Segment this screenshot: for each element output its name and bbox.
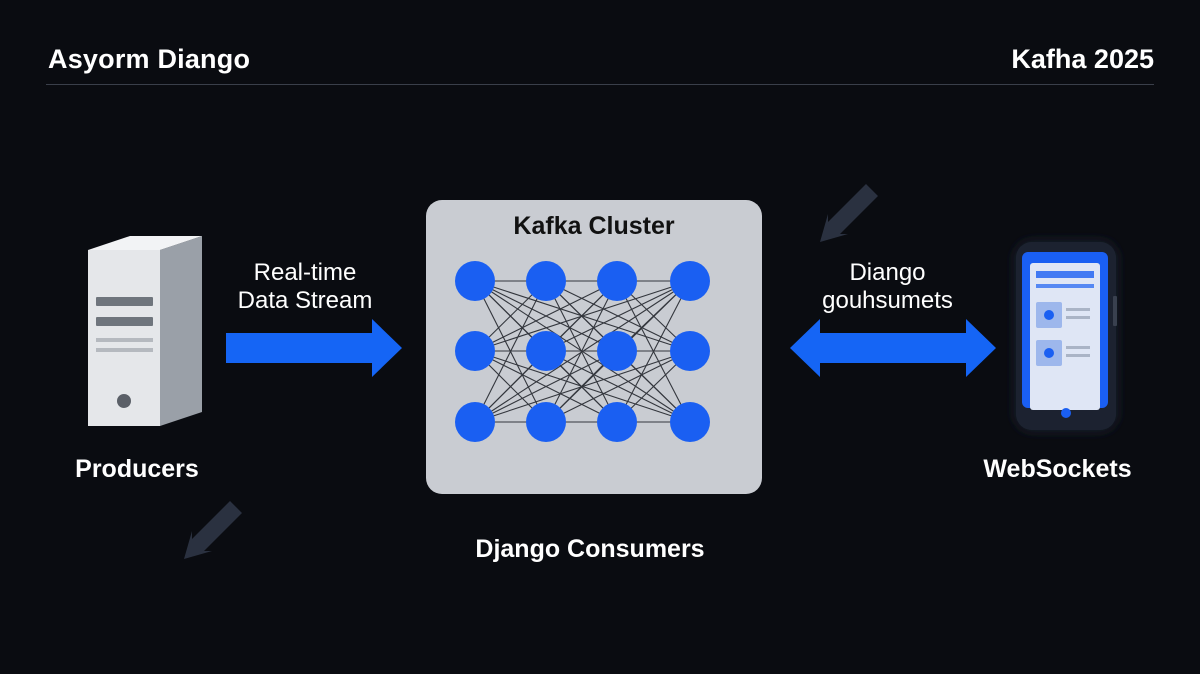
consumers-label: Django Consumers bbox=[475, 535, 705, 563]
server-icon bbox=[88, 236, 202, 426]
cluster-node bbox=[597, 261, 637, 301]
cluster-node bbox=[670, 331, 710, 371]
cluster-node bbox=[597, 331, 637, 371]
kafka-cluster-title: Kafka Cluster bbox=[513, 212, 675, 240]
cluster-node bbox=[670, 261, 710, 301]
stream-label-line1: Real-time bbox=[253, 259, 357, 286]
arrow-cursor-icon bbox=[184, 501, 242, 559]
smartphone-icon bbox=[1016, 242, 1117, 430]
django-label-line2: gouhsumets bbox=[822, 287, 953, 314]
bidirectional-arrow bbox=[790, 319, 996, 377]
cluster-node bbox=[526, 331, 566, 371]
cluster-node bbox=[597, 402, 637, 442]
websockets-label: WebSockets bbox=[983, 455, 1132, 483]
cluster-node bbox=[670, 402, 710, 442]
cluster-mesh-lines bbox=[474, 280, 691, 423]
header-left-title: Asyorm Diango bbox=[48, 44, 251, 74]
header-divider bbox=[46, 84, 1154, 85]
header-right-title: Kafha 2025 bbox=[1011, 44, 1154, 74]
cluster-node bbox=[455, 402, 495, 442]
cluster-node bbox=[526, 261, 566, 301]
django-label-line1: Diango bbox=[849, 259, 926, 286]
arrow-cursor-icon bbox=[820, 184, 878, 242]
cluster-node bbox=[455, 331, 495, 371]
stream-arrow-right bbox=[226, 319, 402, 377]
cluster-node bbox=[455, 261, 495, 301]
cluster-nodes bbox=[455, 261, 710, 442]
stream-label-line2: Data Stream bbox=[237, 287, 373, 314]
django-label: Diango gouhsumets bbox=[800, 259, 975, 315]
stream-label: Real-time Data Stream bbox=[205, 259, 405, 315]
cluster-node bbox=[526, 402, 566, 442]
producers-label: Producers bbox=[75, 455, 199, 483]
